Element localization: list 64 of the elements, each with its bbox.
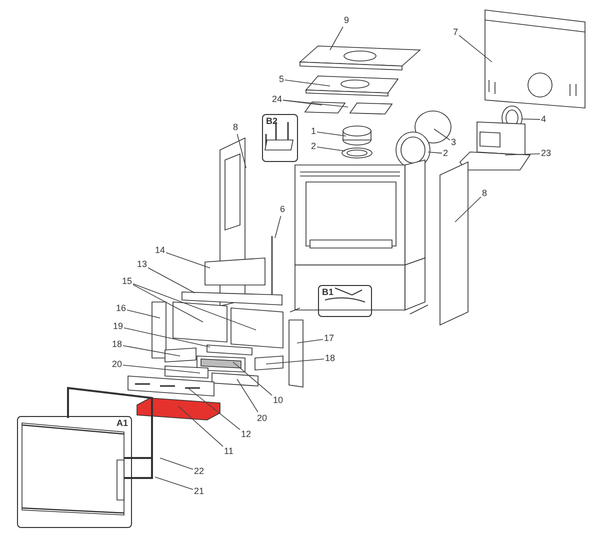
leader-line — [124, 327, 210, 348]
callout-number: 22 — [194, 466, 204, 477]
leader-line — [274, 216, 282, 238]
leader-line — [458, 34, 492, 62]
callout-number: 9 — [344, 15, 350, 26]
leader-line — [154, 476, 194, 490]
detail-label: B2 — [266, 116, 278, 127]
leader-line — [330, 26, 344, 50]
leader-line — [160, 458, 194, 470]
leader-line — [166, 252, 210, 268]
leader-line — [316, 132, 346, 136]
callout-number: 1 — [311, 126, 316, 137]
callout-number: 19 — [113, 321, 124, 332]
callout-number: 21 — [194, 486, 204, 497]
leader-line — [132, 284, 204, 322]
leader-line — [504, 153, 540, 156]
leader-line — [132, 283, 256, 330]
callout-number: 2 — [443, 148, 448, 159]
callout-number: 8 — [482, 188, 488, 199]
leader-line — [434, 128, 450, 140]
leader-line — [236, 134, 246, 168]
detail-inset-frame — [262, 114, 298, 162]
leader-line — [522, 118, 540, 120]
leader-line — [148, 267, 196, 294]
leader-line — [282, 100, 348, 108]
callout-number: 23 — [541, 148, 552, 159]
callout-number: 5 — [279, 74, 284, 85]
leader-line — [316, 146, 346, 152]
leader-line — [428, 152, 442, 154]
callout-number: 24 — [272, 94, 282, 105]
leader-line — [282, 100, 322, 106]
callout-number: 20 — [257, 413, 268, 424]
leader-line — [122, 364, 200, 374]
detail-label: A1 — [116, 418, 128, 429]
callout-number: 7 — [453, 27, 458, 38]
callout-number: 3 — [451, 137, 456, 148]
callout-number: 8 — [233, 122, 238, 133]
callout-number: 6 — [280, 204, 286, 215]
detail-inset-frame — [318, 285, 372, 317]
leader-line — [122, 345, 180, 356]
leader-line — [284, 80, 330, 86]
leader-line — [296, 338, 324, 344]
callout-number: 14 — [155, 245, 166, 256]
callout-number: 4 — [541, 114, 546, 125]
callout-number: 20 — [112, 359, 122, 370]
callout-number: 18 — [325, 353, 336, 364]
leader-line — [266, 358, 324, 364]
callout-number: 2 — [311, 141, 316, 152]
callout-number: 15 — [122, 276, 132, 287]
leader-line — [188, 388, 240, 430]
leader-line — [232, 362, 272, 396]
detail-inset-frame — [17, 416, 132, 528]
callout-number: 18 — [112, 339, 122, 350]
callout-number: 13 — [137, 259, 148, 270]
callout-number: 11 — [224, 446, 234, 457]
callout-number: 12 — [241, 429, 252, 440]
leader-line — [454, 196, 482, 222]
callout-number: 10 — [273, 395, 284, 406]
leader-line — [178, 406, 224, 447]
callout-number: 16 — [116, 303, 126, 314]
leader-line — [236, 378, 258, 412]
detail-label: B1 — [322, 287, 334, 298]
callout-number: 17 — [324, 333, 334, 344]
leader-line — [126, 310, 160, 318]
